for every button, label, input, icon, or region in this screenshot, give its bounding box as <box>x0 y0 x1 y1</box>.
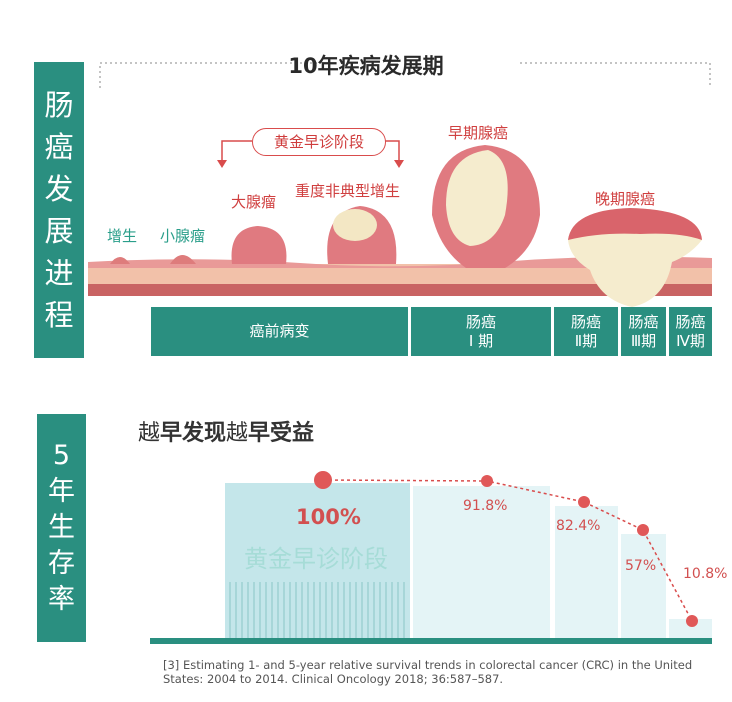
stage-bar-stage3-sub: Ⅲ期 <box>630 331 657 350</box>
survival-point-stage4 <box>686 615 698 627</box>
large-adenoma-lesion <box>231 226 287 264</box>
small-adenoma-lesion <box>170 255 196 264</box>
stage-bar-stage2-sub: Ⅱ期 <box>574 331 598 350</box>
survival-title-part4: 早受益 <box>248 421 315 446</box>
stage-label-hyperplasia: 增生 <box>107 227 138 245</box>
early-carcinoma-core <box>446 150 508 246</box>
stage-label-small-adenoma: 小腺瘤 <box>160 227 206 245</box>
survival-value-stage1: 91.8% <box>463 498 508 514</box>
stage-bar-stage1-label: 肠癌 <box>465 312 496 331</box>
survival-golden-label: 黄金早诊阶段 <box>244 545 388 573</box>
golden-arrow-right <box>394 160 404 168</box>
survival-bar-stage3 <box>621 534 666 640</box>
survival-value-stage2: 82.4% <box>556 518 601 534</box>
survival-title: 越早发现越早受益 <box>138 415 314 447</box>
severe-dysplasia-core <box>333 209 377 241</box>
survival-point-stage1 <box>481 475 493 487</box>
golden-arrow-left <box>217 160 227 168</box>
survival-point-stage3 <box>637 524 649 536</box>
stage-bar-stage2-label: 肠癌 <box>570 312 601 331</box>
stage-label-large-adenoma: 大腺瘤 <box>231 193 277 211</box>
survival-value-stage3: 57% <box>625 558 657 574</box>
intestinal-wall-tissue <box>88 264 712 284</box>
timeline-sidebar: 肠 癌 发 展 进 程 <box>34 62 84 358</box>
stage-bar-stage3-label: 肠癌 <box>628 312 659 331</box>
survival-value-precancer: 100% <box>296 505 361 529</box>
golden-stage-label: 黄金早诊阶段 <box>252 128 386 156</box>
title-frame-right <box>520 62 711 88</box>
stage-label-severe-dysplasia: 重度非典型增生 <box>295 182 401 200</box>
survival-bar-stage4 <box>669 619 712 640</box>
survival-baseline <box>150 638 712 644</box>
golden-bracket-right <box>384 140 400 162</box>
timeline-sidebar-label: 肠 癌 发 展 进 程 <box>44 88 74 332</box>
survival-bar-hatch <box>228 580 408 640</box>
stage-label-late-carcinoma: 晚期腺癌 <box>595 190 656 208</box>
stage-bar-stage4-label: 肠癌 <box>675 312 706 331</box>
citation: [3] Estimating 1- and 5-year relative su… <box>163 658 693 686</box>
title-frame-left <box>99 62 318 88</box>
survival-title-part1: 越 <box>138 421 161 446</box>
survival-point-stage2 <box>578 496 590 508</box>
survival-bar-stage1 <box>413 486 550 640</box>
intestinal-wall-base <box>88 282 712 296</box>
golden-bracket-left <box>221 140 252 162</box>
survival-value-stage4: 10.8% <box>683 566 728 582</box>
survival-bar-hatch-lines <box>229 582 405 638</box>
stage-bar-precancer-label: 癌前病变 <box>249 322 310 340</box>
survival-sidebar: 5 年 生 存 率 <box>37 414 86 642</box>
stage-bar-stage4-sub: Ⅳ期 <box>676 331 705 350</box>
survival-bar-stage2 <box>555 506 618 640</box>
survival-sidebar-label: 5 年 生 存 率 <box>48 440 75 615</box>
survival-title-part2: 早发现 <box>160 421 227 446</box>
stage-bar-stage1-sub: Ⅰ 期 <box>468 331 494 350</box>
survival-curve <box>322 479 693 622</box>
hyperplasia-lesion <box>110 257 130 264</box>
survival-point-precancer <box>314 471 332 489</box>
late-carcinoma-rim <box>568 208 702 240</box>
stage-label-early-carcinoma: 早期腺癌 <box>448 124 509 142</box>
intestinal-mucosa <box>88 256 712 268</box>
stage-bar-precancer: 癌前病变 <box>151 307 408 356</box>
survival-title-part3: 越 <box>226 421 249 446</box>
